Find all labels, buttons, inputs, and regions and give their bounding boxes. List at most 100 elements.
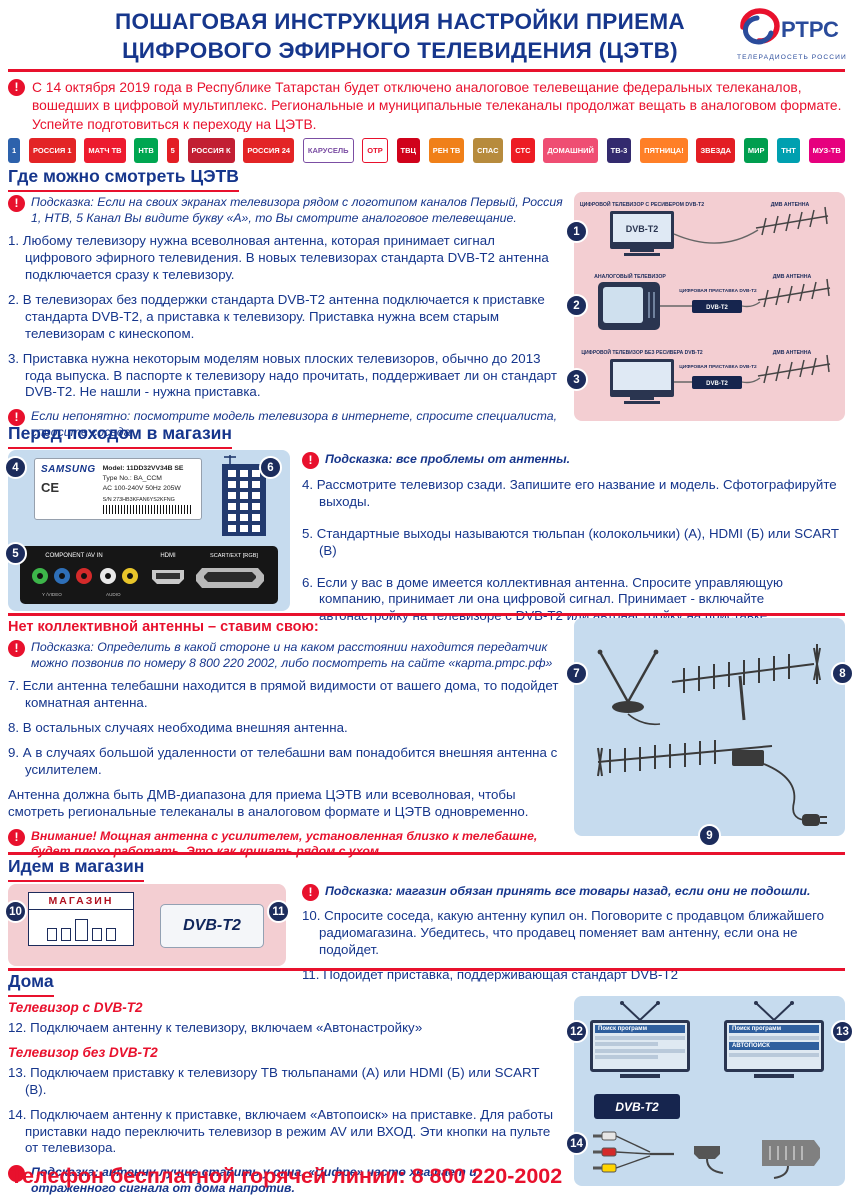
- uhf-antenna-icon: [755, 206, 829, 236]
- step-5-badge: 5: [4, 542, 27, 565]
- flat-tv-icon: [610, 211, 674, 256]
- section-home-heading: Дома: [8, 971, 54, 997]
- step-9-badge: 9: [698, 824, 721, 847]
- hint-window-antenna: ! Подсказка: антенну лучше ставить у окн…: [8, 1165, 564, 1196]
- channel-logo-rossiya24: РОССИЯ 24: [243, 138, 295, 163]
- page-title-line2: ЦИФРОВОГО ЭФИРНОГО ТЕЛЕВИДЕНИЯ (ЦЭТВ): [122, 37, 678, 63]
- dvbt2-receiver-box: DVB-T2: [160, 904, 264, 948]
- divider-shop: [8, 852, 845, 855]
- channel-logo-karusel: КАРУСЕЛЬ: [302, 138, 354, 163]
- channel-logo-5kanal: 5: [166, 138, 179, 163]
- tv-screen-dvb-label: DVB-T2: [626, 224, 659, 234]
- label-model: Model: 11DD32VV34B SE: [102, 465, 184, 472]
- section-antenna-text: ! Подсказка: Определить в какой стороне …: [8, 640, 565, 867]
- menu-title: Поиск программ: [729, 1025, 819, 1033]
- hint-text: Подсказка: антенну лучше ставить у окна.…: [31, 1165, 477, 1195]
- dvbt2-box-home: DVB-T2: [594, 1094, 680, 1119]
- list-item-13: 13. Подключаем приставку к телевизору ТВ…: [8, 1064, 540, 1097]
- shop-window: [105, 928, 116, 941]
- rtrs-logo-blue-arc: [742, 15, 774, 45]
- channel-logo-pyatnica: ПЯТНИЦА!: [640, 138, 688, 163]
- list-item-2: 2. В телевизорах без поддержки стандарта…: [8, 292, 545, 341]
- diagram-label-tv-analog: АНАЛОГОВЫЙ ТЕЛЕВИЗОР: [594, 272, 666, 280]
- uhf-antenna-icon: [757, 354, 831, 384]
- step-1-badge: 1: [565, 220, 588, 243]
- divider-header: [8, 69, 845, 72]
- hdmi-cable-icon: [694, 1146, 724, 1174]
- tv-model-label: SAMSUNG CE Model: 11DD32VV34B SE Type No…: [34, 458, 202, 520]
- brand-logo: SAMSUNG: [41, 464, 96, 475]
- warning-amplifier: ! Внимание! Мощная антенна с усилителем,…: [8, 828, 565, 860]
- menu-row: [595, 1048, 685, 1053]
- menu-row: [729, 1035, 819, 1040]
- section-where-heading: Где можно смотреть ЦЭТВ: [8, 166, 239, 192]
- indoor-antenna-icon: [597, 649, 661, 726]
- tv-stand: [620, 1074, 660, 1078]
- step-10-badge: 10: [4, 900, 27, 923]
- diagram-digital-tv: ЦИФРОВОЙ ТЕЛЕВИЗОР С РЕСИВЕРОМ DVB-T2 ДМ…: [580, 200, 829, 256]
- diagram-label-tv-dvb: ЦИФРОВОЙ ТЕЛЕВИЗОР С РЕСИВЕРОМ DVB-T2: [580, 200, 704, 208]
- hint-text: Подсказка: Определить в какой стороне и …: [31, 640, 553, 670]
- rtrs-logo-text: РТРС: [781, 17, 839, 42]
- antenna-band-note: Антенна должна быть ДМВ-диапазона для пр…: [8, 786, 529, 819]
- channel-logo-perviy: 1: [8, 138, 21, 163]
- menu-row: [595, 1035, 685, 1040]
- section-shop-heading: Идем в магазин: [8, 856, 145, 882]
- menu-row: [729, 1052, 819, 1057]
- rabbit-ears-icon: [620, 1001, 660, 1020]
- channel-logo-rentv: РЕН ТВ: [428, 138, 465, 163]
- scart-port: [196, 568, 264, 588]
- apartment-building-icon: [222, 455, 266, 536]
- shop-facade: [28, 910, 134, 946]
- warning-icon: !: [8, 640, 25, 657]
- hint-return-goods: ! Подсказка: магазин обязан принять все …: [302, 884, 845, 901]
- channel-logo-domashniy: ДОМАШНИЙ: [543, 138, 598, 163]
- hint-analog-letter-a: ! Подсказка: Если на своих экранах телев…: [8, 195, 564, 226]
- shop-door: [74, 919, 88, 941]
- panel-home-setup: 12 13 14 Поиск программ: [565, 996, 853, 1186]
- list-item-4: 4. Рассмотрите телевизор сзади. Запишите…: [302, 477, 837, 509]
- stb-icon: [692, 376, 742, 389]
- hint-ask-neighbor: ! Если непонятно: посмотрите модель теле…: [8, 409, 564, 440]
- barcode: [102, 504, 193, 514]
- rca-jacks: [32, 568, 138, 584]
- channel-logo-rossiya1: РОССИЯ 1: [28, 138, 76, 163]
- stb-dvb-label: DVB-T2: [706, 381, 728, 387]
- menu-title: Поиск программ: [595, 1025, 685, 1033]
- ce-mark: CE: [41, 480, 60, 495]
- warning-icon: !: [8, 1165, 25, 1183]
- list-item-10: 10. Спросите соседа, какую антенну купил…: [302, 908, 825, 957]
- channel-logo-rossiyak: РОССИЯ К: [187, 138, 235, 163]
- panel-antennas: 7 8 9: [565, 618, 853, 847]
- section-home-text: Телевизор с DVB-T2 12. Подключаем антенн…: [8, 1000, 564, 1200]
- shop-window: [46, 928, 57, 941]
- diagram-label-antenna: ДМВ АНТЕННА: [773, 350, 812, 356]
- rtrs-logo: РТРС ТЕЛЕРАДИОСЕТЬ РОССИИ: [737, 8, 846, 61]
- cable-line: [741, 377, 761, 384]
- ports-label-component: COMPONENT /AV IN: [45, 553, 102, 559]
- step-8-badge: 8: [831, 662, 853, 685]
- flat-tv-icon: [610, 359, 674, 404]
- label-serial: S/N 273HB3KFAN6YS2KFNG: [102, 496, 175, 503]
- ports-label-scart: SCART/EXT [RGB]: [210, 553, 258, 559]
- diagram-label-tv-no-dvb: ЦИФРОВОЙ ТЕЛЕВИЗОР БЕЗ РЕСИВЕРА DVB-T2: [581, 348, 703, 356]
- ports-label-hdmi: HDMI: [160, 553, 176, 559]
- step-11-badge: 11: [267, 900, 290, 923]
- section-antenna-heading: Нет коллективной антенны – ставим свою:: [8, 619, 319, 635]
- channel-logo-match: МАТЧ ТВ: [84, 138, 126, 163]
- step-7-badge: 7: [565, 662, 588, 685]
- hint-transmitter-location: ! Подсказка: Определить в какой стороне …: [8, 640, 565, 671]
- diagram-analog-tv: АНАЛОГОВЫЙ ТЕЛЕВИЗОР ЦИФРОВАЯ ПРИСТАВКА …: [594, 272, 831, 330]
- stb-dvb-label: DVB-T2: [706, 305, 728, 311]
- list-item-3: 3. Приставка нужна некоторым моделям нов…: [8, 350, 557, 400]
- hint-antenna-problems: ! Подсказка: все проблемы от антенны.: [302, 452, 845, 469]
- warning-icon: !: [8, 409, 25, 427]
- amplified-antenna-icon: [597, 740, 827, 826]
- outdoor-antenna-icon: [671, 644, 821, 721]
- amplifier-box: [732, 750, 764, 766]
- dvbt2-logo-text: DVB-T2: [615, 1099, 659, 1114]
- hotline-phone: Телефон бесплатной горячей линии: 8 800 …: [10, 1164, 563, 1188]
- shop-icon: МАГАЗИН: [28, 892, 134, 946]
- tv-frame: Поиск программ АВТОПОИСК: [724, 1020, 824, 1072]
